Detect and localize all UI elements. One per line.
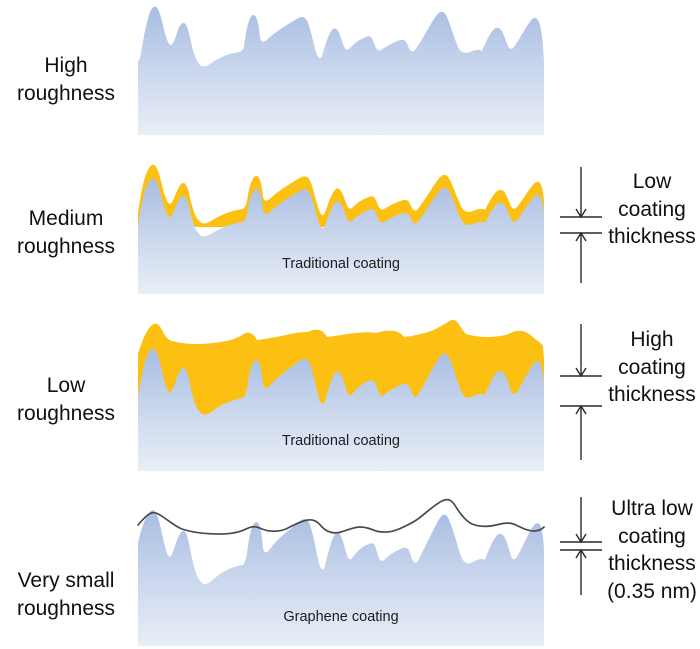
thickness-dimension-low <box>552 165 610 285</box>
roughness-label-low-line2: roughness <box>16 401 116 425</box>
roughness-label-high: High roughness <box>0 52 132 107</box>
thickness-label-high-line1: High <box>630 328 674 351</box>
roughness-label-high-line1: High <box>44 54 88 77</box>
thickness-label-low-line2: coating <box>618 197 686 221</box>
thickness-label-ultra-low-line4: (0.35 nm) <box>607 580 697 604</box>
thickness-label-high-line3: thickness <box>608 383 696 407</box>
surface-panel-very-small-roughness <box>136 487 546 647</box>
surface-panel-low-roughness <box>136 310 546 472</box>
dimension-arrows-low <box>560 167 602 283</box>
thickness-label-low-line1: Low <box>632 170 672 193</box>
row-very-small-roughness: Very small roughness Graphene coating <box>0 487 700 649</box>
thickness-label-high-line2: coating <box>618 355 686 379</box>
surface-profile-high-roughness <box>138 6 544 135</box>
arrowhead-up <box>575 231 587 242</box>
substrate-shape-high <box>138 6 544 135</box>
substrate-shape-low <box>138 348 544 471</box>
roughness-label-medium-line2: roughness <box>16 234 116 258</box>
surface-profile-medium-roughness <box>138 164 544 294</box>
roughness-label-very-small: Very small roughness <box>0 567 132 622</box>
graphene-coating-line <box>137 498 545 535</box>
row-medium-roughness: Medium roughness Traditional coating <box>0 155 700 297</box>
dimension-arrows-ultra-low <box>560 497 602 595</box>
roughness-label-low: Low roughness <box>0 372 132 427</box>
thickness-dimension-high <box>552 322 610 462</box>
substrate-shape-medium <box>138 178 544 294</box>
thickness-dimension-ultra-low <box>552 495 610 615</box>
thickness-label-ultra-low-line2: coating <box>618 524 686 548</box>
substrate-shape-very-small <box>138 510 544 646</box>
thickness-label-ultra-low-line3: thickness <box>608 552 696 576</box>
thickness-label-ultra-low: Ultra low coating thickness (0.35 nm) <box>604 495 700 606</box>
thickness-label-low: Low coating thickness <box>604 168 700 251</box>
arrowhead-up <box>575 404 587 415</box>
thickness-label-high: High coating thickness <box>604 326 700 409</box>
arrowhead-up <box>575 548 587 559</box>
arrowhead-down <box>575 533 587 544</box>
row-high-roughness: High roughness <box>0 0 700 140</box>
thickness-label-low-line3: thickness <box>608 225 696 249</box>
thickness-label-ultra-low-line1: Ultra low <box>611 497 693 520</box>
row-low-roughness: Low roughness Traditional coating <box>0 310 700 475</box>
arrowhead-down <box>575 367 587 378</box>
roughness-label-very-small-line2: roughness <box>16 596 116 620</box>
arrowhead-down <box>575 208 587 219</box>
surface-panel-high-roughness <box>136 2 546 136</box>
roughness-label-low-line1: Low <box>46 374 86 397</box>
roughness-label-high-line2: roughness <box>16 81 116 105</box>
roughness-label-medium-line1: Medium <box>28 207 104 230</box>
roughness-label-very-small-line1: Very small <box>17 569 115 592</box>
surface-panel-medium-roughness <box>136 155 546 295</box>
surface-profile-very-small-roughness <box>137 498 545 646</box>
dimension-arrows-high <box>560 324 602 460</box>
roughness-label-medium: Medium roughness <box>0 205 132 260</box>
surface-profile-low-roughness <box>138 319 544 471</box>
